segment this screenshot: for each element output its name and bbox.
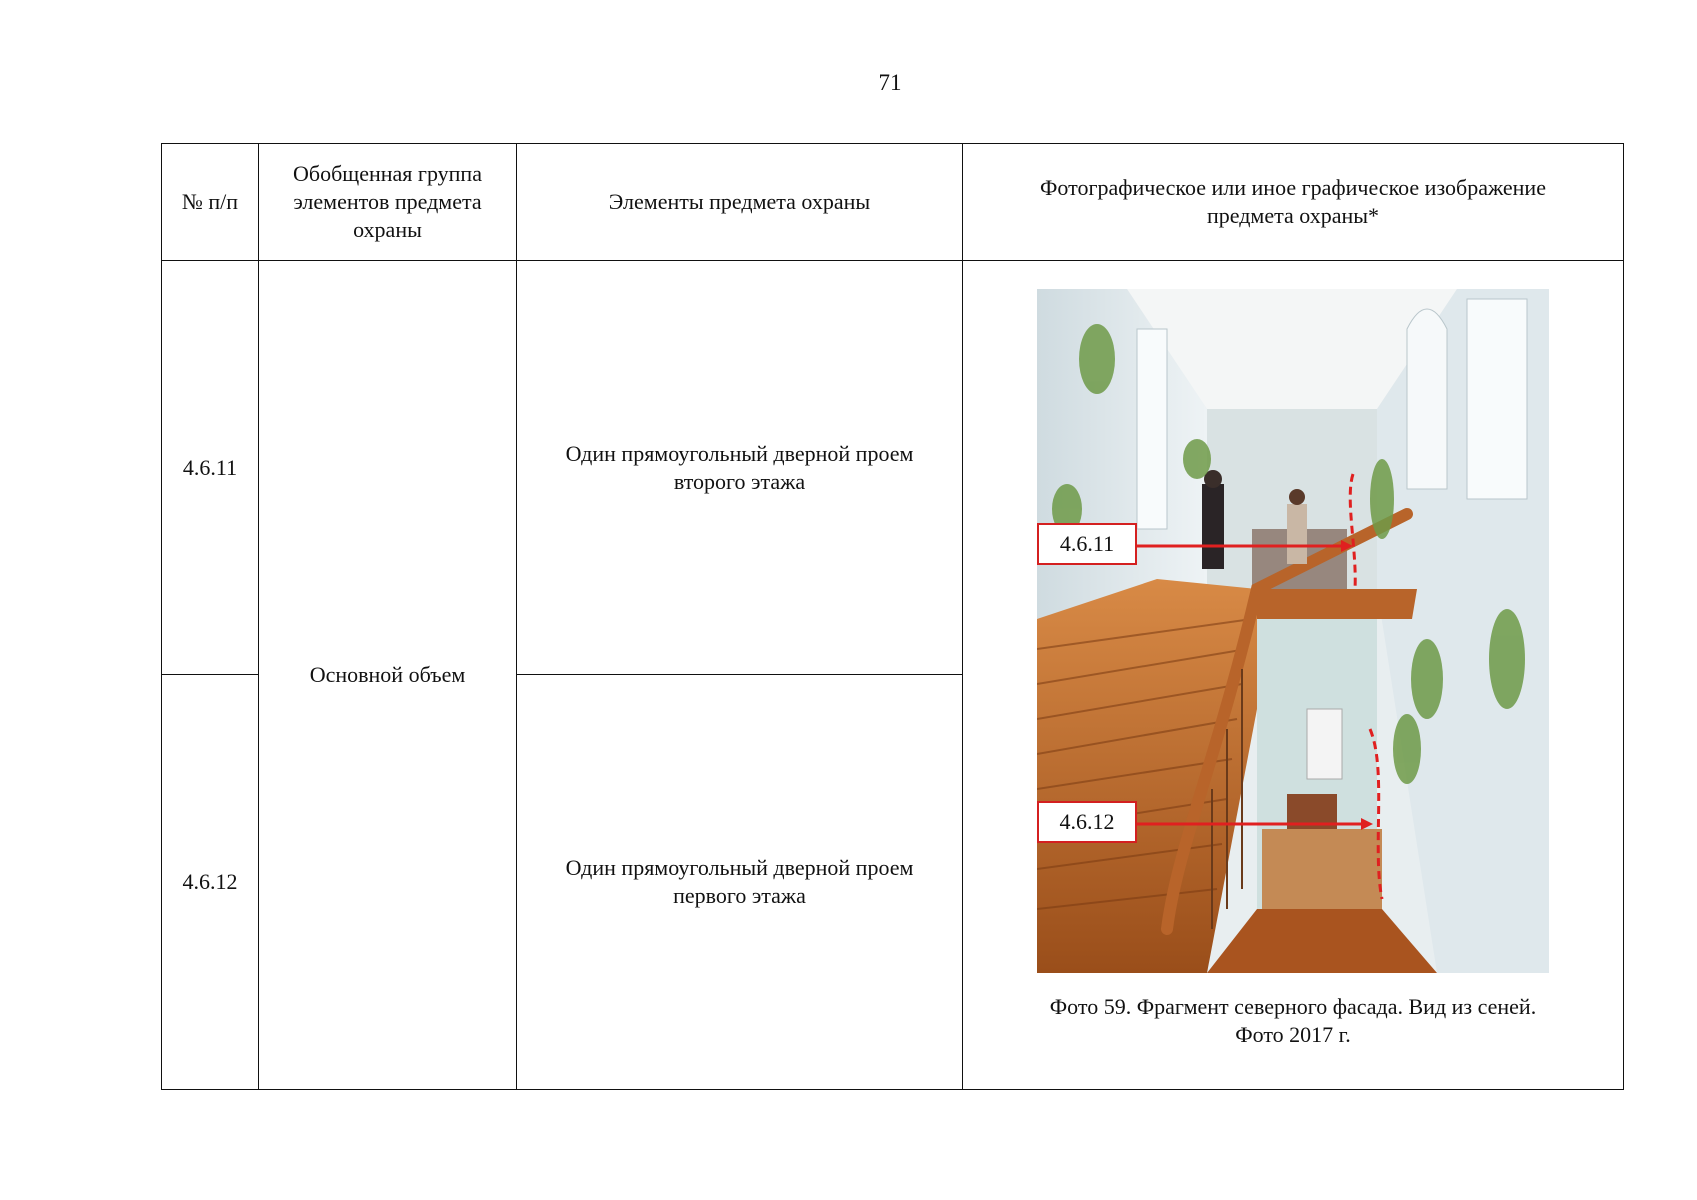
protection-table: № п/п Обобщенная группа элементов предме… xyxy=(161,143,1624,1090)
photo-cell: 4.6.11 4.6.12 Фото 59. Фрагмент северног… xyxy=(962,260,1624,1090)
header-group: Обобщенная группа элементов предмета охр… xyxy=(258,143,517,261)
header-image: Фотографическое или иное графическое изо… xyxy=(962,143,1624,261)
row-element-1: Один прямоугольный дверной проем второго… xyxy=(516,260,963,675)
staircase-photo xyxy=(1037,289,1549,973)
callout-4-6-12: 4.6.12 xyxy=(1037,801,1137,843)
row-element-2: Один прямоугольный дверной проем первого… xyxy=(516,674,963,1090)
row-number-1: 4.6.11 xyxy=(161,260,259,675)
row-number-2: 4.6.12 xyxy=(161,674,259,1090)
header-number: № п/п xyxy=(161,143,259,261)
photo-caption: Фото 59. Фрагмент северного фасада. Вид … xyxy=(963,993,1623,1049)
callout-4-6-11: 4.6.11 xyxy=(1037,523,1137,565)
photo-caption-line1: Фото 59. Фрагмент северного фасада. Вид … xyxy=(1049,994,1537,1019)
table-row: 4.6.11 Основной объем Один прямоугольный… xyxy=(161,260,1624,1090)
table-header-row: № п/п Обобщенная группа элементов предме… xyxy=(161,143,1624,261)
header-elements: Элементы предмета охраны xyxy=(516,143,963,261)
photo-caption-line2: Фото 2017 г. xyxy=(1235,1022,1351,1047)
group-name: Основной объем xyxy=(258,260,517,1090)
table-row: 4.6.12 Один прямоугольный дверной проем … xyxy=(161,674,1624,1090)
page-number: 71 xyxy=(878,70,902,95)
